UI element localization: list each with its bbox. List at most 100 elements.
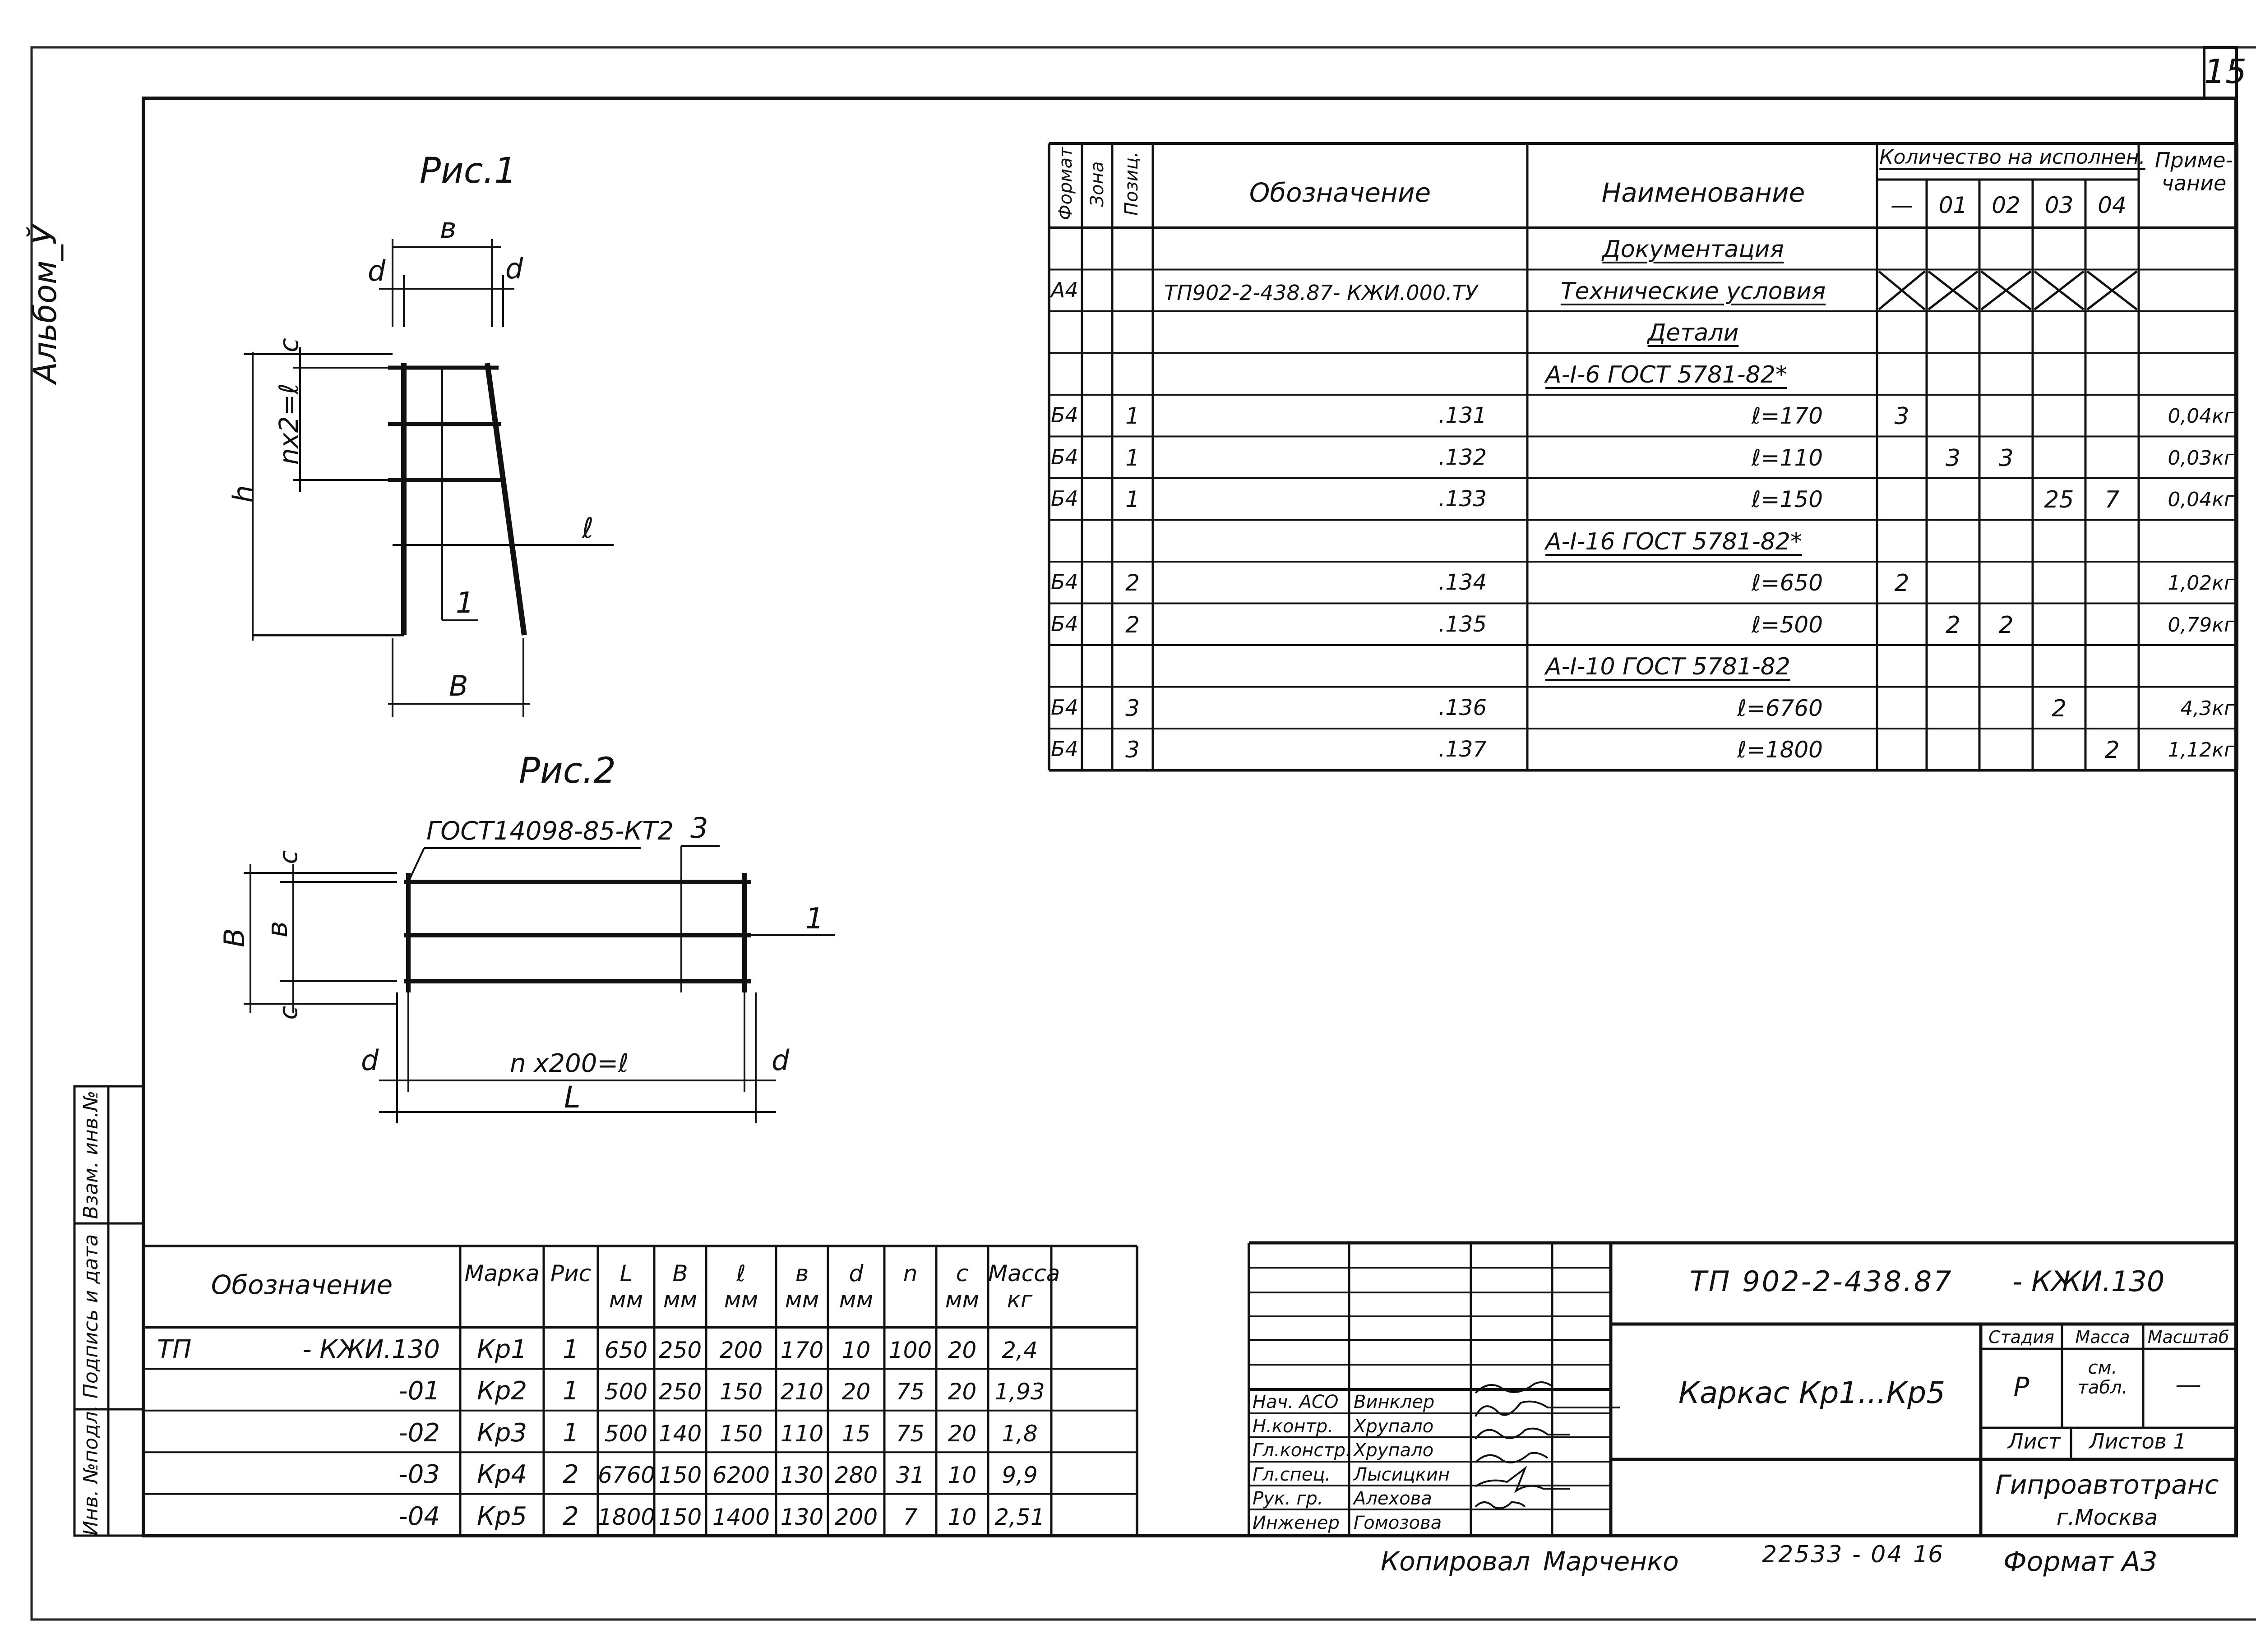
marks-cell-b: 110 — [780, 1420, 824, 1447]
spec-cell-name: ℓ=500 — [1752, 611, 1823, 638]
marks-header-2: Рис — [550, 1260, 592, 1287]
page-number: 16 — [1913, 1541, 1943, 1568]
marks-cell-designation: -02 — [398, 1418, 440, 1448]
drawing-title: Каркас Кр1...Кр5 — [1678, 1375, 1946, 1410]
signatures — [1475, 1381, 1620, 1509]
marks-cell-c: 20 — [948, 1379, 977, 1405]
spec-cell-pos: 1 — [1125, 486, 1140, 512]
fig2-label-L: L — [564, 1080, 581, 1115]
marks-cell-b: 130 — [780, 1504, 824, 1530]
spec-cell-name: Документация — [1602, 236, 1784, 263]
marks-cell-L: 1800 — [598, 1504, 656, 1530]
spec-cell-qty: 2 — [1894, 570, 1909, 597]
marks-cell-b: 130 — [780, 1462, 824, 1489]
marks-cell-n: 75 — [896, 1420, 925, 1447]
fig1-label-top-b: в — [440, 212, 457, 245]
spec-cell-format: А4 — [1051, 277, 1078, 302]
fig2-leader-gost: ГОСТ14098-85-КТ2 — [426, 817, 674, 846]
marks-cell-mark: Кр3 — [477, 1418, 527, 1448]
spec-cell-pos: 3 — [1125, 695, 1140, 721]
outer-border — [30, 46, 2256, 1621]
spec-cell-pos: 2 — [1125, 570, 1140, 596]
title-block-grid — [1248, 1241, 2237, 1536]
spec-header-format: Формат — [1055, 147, 1076, 220]
marks-cell-designation: - КЖИ.130 — [302, 1335, 440, 1364]
sheets-header: Листов 1 — [2089, 1429, 2187, 1454]
org-city: г.Москва — [2056, 1505, 2158, 1530]
doc-code: ТП 902-2-438.87 — [1690, 1265, 1953, 1298]
spec-cell-format: Б4 — [1051, 611, 1078, 636]
fig1-label-l: ℓ — [582, 512, 594, 545]
spec-header-pos: Позиц. — [1121, 152, 1142, 216]
copier-name: Марченко — [1543, 1546, 1679, 1577]
fig2-label-d-left: d — [361, 1044, 379, 1077]
spec-cell-qty: 2 — [1998, 611, 2014, 639]
spec-cell-note: 4,3кг — [2180, 697, 2234, 720]
spec-qty-header-0: — — [1891, 192, 1913, 218]
spec-cell-designation: .134 — [1438, 570, 1487, 595]
fig1-label-c: с — [273, 338, 304, 352]
marks-header-7: d мм — [839, 1260, 874, 1313]
marks-cell-designation: -01 — [398, 1376, 440, 1406]
spec-cell-pos: 1 — [1125, 403, 1140, 429]
marks-cell-n: 100 — [888, 1337, 932, 1363]
album-label: Альбом_Ў — [27, 225, 64, 383]
spec-table-grid — [1048, 142, 2238, 772]
marks-header-1: Марка — [464, 1260, 540, 1287]
spec-cell-name: А-I-6 ГОСТ 5781-82* — [1545, 361, 1787, 388]
marks-cell-mark: Кр4 — [477, 1460, 527, 1490]
spec-header-qty-group: Количество на исполнен. — [1879, 146, 2145, 169]
marks-header-8: n — [903, 1260, 918, 1287]
spec-header-designation: Обозначение — [1249, 177, 1431, 208]
fig1-title: Рис.1 — [420, 151, 517, 191]
signer-name: Лысицкин — [1354, 1464, 1450, 1485]
marks-cell-d: 20 — [841, 1379, 871, 1405]
spec-cell-name: Детали — [1647, 319, 1739, 346]
marks-header-0: Обозначение — [211, 1269, 393, 1300]
marks-cell-c: 20 — [948, 1337, 977, 1363]
spec-cell-designation: .135 — [1438, 611, 1487, 637]
sheet-number: 15 — [2204, 52, 2247, 91]
spec-cell-name: ℓ=150 — [1752, 486, 1823, 512]
marks-cell-c: 10 — [948, 1504, 977, 1530]
marks-cell-mass: 1,93 — [994, 1379, 1045, 1405]
fig2-label-d-right: d — [772, 1044, 790, 1077]
spec-qty-header-2: 02 — [1992, 192, 2020, 218]
signer-role: Н.контр. — [1253, 1416, 1333, 1437]
scale-header: Масштаб — [2147, 1327, 2229, 1347]
spec-cell-name: ℓ=1800 — [1737, 737, 1823, 763]
spec-cell-designation: .136 — [1438, 695, 1487, 720]
marks-cell-l: 1400 — [712, 1504, 770, 1530]
marks-cell-c: 10 — [948, 1462, 977, 1489]
spec-cell-qty: 2 — [1945, 611, 1961, 639]
marks-cell-L: 6760 — [598, 1462, 656, 1489]
org-name: Гипроавтотранс — [1995, 1469, 2219, 1500]
spec-cell-qty: 3 — [1894, 403, 1909, 430]
spec-cell-format: Б4 — [1051, 444, 1078, 469]
scale-value: — — [2175, 1369, 2201, 1400]
signer-role: Рук. гр. — [1253, 1488, 1323, 1509]
spec-cell-name: А-I-16 ГОСТ 5781-82* — [1545, 528, 1802, 555]
spec-cell-format: Б4 — [1051, 695, 1078, 720]
signer-name: Гомозова — [1354, 1512, 1442, 1533]
spec-qty-header-1: 01 — [1938, 192, 1968, 218]
signer-role: Гл.констр. — [1253, 1440, 1351, 1461]
mass-header: Масса — [2075, 1327, 2130, 1347]
fig1-label-h: h — [227, 485, 260, 503]
spec-cell-note: 0,04кг — [2168, 405, 2234, 428]
fig2-leader-3: 3 — [690, 812, 708, 844]
marks-cell-prefix: ТП — [157, 1335, 192, 1364]
signer-name: Хрупало — [1354, 1440, 1434, 1461]
sheet-number-box — [2203, 46, 2238, 100]
marks-cell-mass: 2,4 — [1002, 1337, 1038, 1363]
marks-cell-n: 7 — [903, 1504, 918, 1530]
left-strip-sign: Подпись и дата — [79, 1234, 102, 1399]
spec-cell-note: 0,04кг — [2168, 488, 2234, 511]
marks-cell-mass: 1,8 — [1002, 1420, 1038, 1447]
spec-header-note: Приме- чание — [2154, 148, 2233, 195]
fig2-label-c-bottom: с — [274, 1006, 303, 1020]
doc-suffix: - КЖИ.130 — [2012, 1265, 2165, 1298]
fig2-drawing — [244, 845, 835, 1123]
marks-cell-n: 31 — [896, 1462, 925, 1489]
